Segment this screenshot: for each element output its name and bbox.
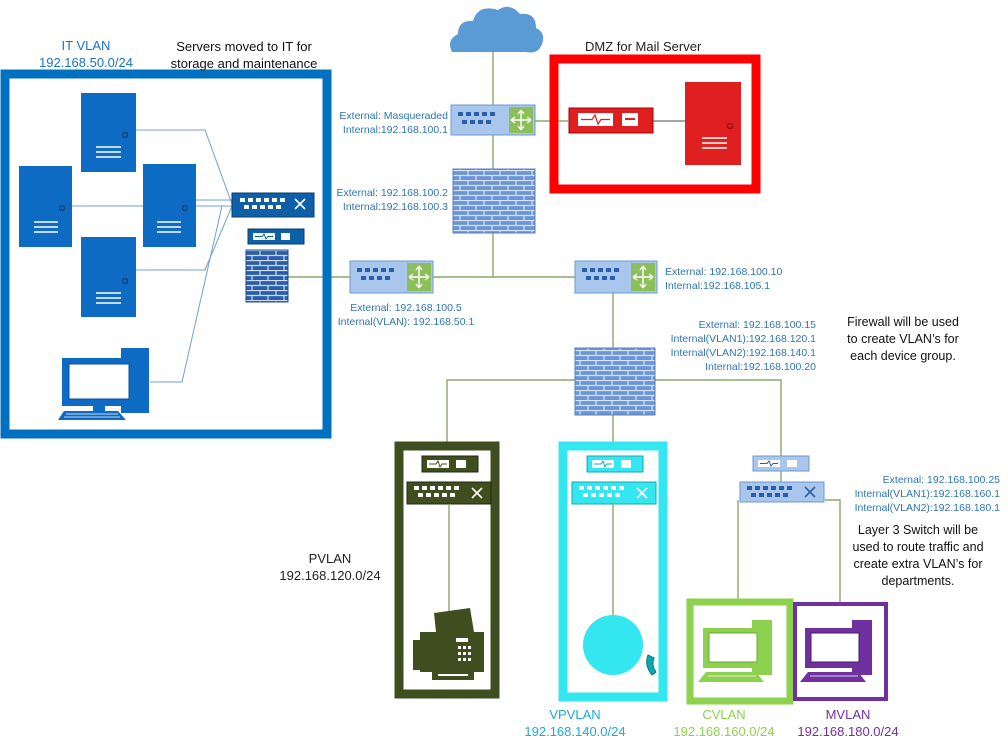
- mail-server-icon: [685, 82, 741, 165]
- mvlan-workstation-icon: [800, 620, 872, 682]
- link-l3-mvlan: [825, 499, 841, 603]
- servers-note: Servers moved to IT for storage and main…: [152, 38, 336, 72]
- servers-note-line: Servers moved to IT for: [176, 39, 312, 54]
- vlan-firewall-label: External: 192.168.100.15 Internal(VLAN1)…: [650, 318, 816, 374]
- mvlan-name: MVLAN: [825, 707, 871, 722]
- firewall-note-line: to create VLAN’s for: [847, 332, 959, 346]
- pvlan-subnet: 192.168.120.0/24: [279, 568, 381, 583]
- vpvlan-name: VPVLAN: [549, 707, 601, 722]
- fax-printer-icon: [413, 608, 484, 680]
- handset-icon: [646, 654, 657, 676]
- core-router-icon: [574, 260, 658, 294]
- l3-note-line: Layer 3 Switch will be: [857, 523, 979, 537]
- cvlan-subnet: 192.168.160.0/24: [673, 724, 775, 739]
- vlan-firewall-icon: [574, 347, 656, 416]
- vlan-firewall-internal-vlan2: Internal(VLAN2):192.168.140.1: [670, 347, 816, 359]
- l3-note-line: create extra VLAN’s for: [853, 557, 983, 571]
- workstation-icon: [58, 348, 149, 420]
- link-firewall-l3: [655, 379, 782, 456]
- mvlan-subnet: 192.168.180.0/24: [797, 724, 899, 739]
- l3-router-icon: [752, 455, 810, 472]
- it-vlan-subnet: 192.168.50.0/24: [39, 55, 133, 70]
- l3-switch-internal-vlan2: Internal(VLAN2):192.168.180.1: [854, 502, 1000, 514]
- pvlan-label: PVLAN 192.168.120.0/24: [268, 550, 392, 584]
- core-router-external: External: 192.168.100.10: [665, 266, 783, 278]
- it-router-external: External: 192.168.100.5: [350, 302, 462, 314]
- edge-router-label: External: Masqueraded Internal:192.168.1…: [318, 109, 448, 137]
- ip-phone-icon: [583, 615, 643, 675]
- server-icon: [81, 237, 136, 317]
- vpvlan-rack: [558, 441, 668, 702]
- firewall-note-line: each device group.: [850, 349, 956, 363]
- l3-switch-icon: [739, 481, 825, 503]
- dmz-title: DMZ for Mail Server: [585, 39, 702, 54]
- cvlan-workstation-icon: [698, 620, 772, 682]
- vlan-firewall-internal: Internal:192.168.100.20: [705, 361, 816, 373]
- server-icon: [19, 166, 72, 247]
- pvlan-router-icon: [421, 455, 479, 473]
- server-icon: [81, 93, 136, 172]
- it-router-label: External: 192.168.100.5 Internal(VLAN): …: [326, 301, 486, 329]
- cvlan-name: CVLAN: [702, 707, 746, 722]
- it-router-small-icon: [247, 228, 305, 245]
- firewall-note: Firewall will be used to create VLAN’s f…: [830, 314, 976, 365]
- vpvlan-switch-icon: [571, 481, 657, 505]
- it-firewall-icon: [245, 249, 289, 303]
- it-router-icon: [349, 260, 434, 294]
- l3-note-line: departments.: [881, 574, 955, 588]
- vlan-firewall-internal-vlan1: Internal(VLAN1):192.168.120.1: [670, 333, 816, 345]
- edge-router-external: External: Masqueraded: [339, 110, 448, 122]
- core-router-label: External: 192.168.100.10 Internal:192.16…: [665, 265, 782, 293]
- servers-note-line: storage and maintenance: [170, 56, 318, 71]
- vlan-firewall-external: External: 192.168.100.15: [698, 319, 816, 331]
- cvlan-box: [686, 598, 794, 705]
- vpvlan-label: VPVLAN 192.168.140.0/24: [505, 706, 645, 740]
- dmz-firewall-appliance-icon: [568, 107, 654, 134]
- main-firewall-icon: [452, 168, 536, 234]
- it-router-internal: Internal(VLAN): 192.168.50.1: [337, 316, 475, 328]
- link-firewall-pvlan: [446, 379, 575, 443]
- pvlan-name: PVLAN: [308, 551, 352, 566]
- vpvlan-router-icon: [586, 455, 644, 473]
- main-firewall-external: External: 192.168.100.2: [336, 187, 448, 199]
- it-switch-icon: [231, 192, 315, 218]
- dmz-box: [549, 54, 761, 194]
- l3-note: Layer 3 Switch will be used to route tra…: [834, 522, 1002, 590]
- l3-switch-internal-vlan1: Internal(VLAN1):192.168.160.1: [854, 488, 1000, 500]
- l3-switch-label: External: 192.168.100.25 Internal(VLAN1)…: [830, 473, 1000, 515]
- edge-router-icon: [450, 104, 536, 136]
- mvlan-label: MVLAN 192.168.180.0/24: [784, 706, 912, 740]
- it-vlan-label: IT VLAN 192.168.50.0/24: [28, 37, 144, 71]
- server-icon: [143, 164, 196, 247]
- connection-lines: [288, 52, 841, 603]
- internet-cloud-icon: [450, 6, 544, 53]
- edge-router-internal: Internal:192.168.100.1: [342, 124, 448, 136]
- main-firewall-internal: Internal:192.168.100.3: [342, 201, 448, 213]
- cvlan-label: CVLAN 192.168.160.0/24: [660, 706, 788, 740]
- it-vlan-name: IT VLAN: [61, 38, 111, 53]
- main-firewall-label: External: 192.168.100.2 Internal:192.168…: [318, 186, 448, 214]
- pvlan-rack: [394, 441, 500, 699]
- l3-switch-external: External: 192.168.100.25: [882, 474, 1000, 486]
- firewall-note-line: Firewall will be used: [847, 315, 959, 329]
- it-vlan-box: [0, 69, 332, 439]
- pvlan-switch-icon: [406, 481, 492, 505]
- l3-note-line: used to route traffic and: [852, 540, 984, 554]
- core-router-internal: Internal:192.168.105.1: [665, 280, 771, 292]
- vpvlan-subnet: 192.168.140.0/24: [524, 724, 626, 739]
